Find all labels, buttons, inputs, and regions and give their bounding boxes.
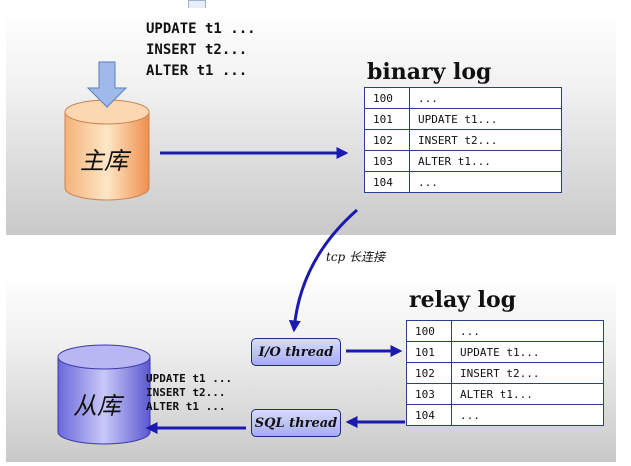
row-number: 100 bbox=[406, 320, 452, 342]
row-number: 103 bbox=[406, 383, 452, 405]
slave-statement: INSERT t2... bbox=[146, 386, 226, 399]
table-row: 104... bbox=[406, 404, 604, 426]
sql-thread-box: SQL thread bbox=[251, 409, 341, 437]
row-number: 101 bbox=[406, 341, 452, 363]
master-statement: ALTER t1 ... bbox=[146, 63, 248, 79]
row-statement: ALTER t1... bbox=[451, 383, 604, 405]
row-statement: INSERT t2... bbox=[409, 129, 562, 151]
row-statement: UPDATE t1... bbox=[451, 341, 604, 363]
slave-statement: UPDATE t1 ... bbox=[146, 372, 233, 385]
row-statement: ... bbox=[409, 171, 562, 193]
write-input-arrow bbox=[86, 61, 128, 108]
table-row: 104... bbox=[364, 171, 562, 193]
row-number: 104 bbox=[406, 404, 452, 426]
slave-statement: ALTER t1 ... bbox=[146, 400, 226, 413]
table-row: 100... bbox=[364, 87, 562, 109]
row-number: 104 bbox=[364, 171, 410, 193]
master-label: 主库 bbox=[80, 147, 128, 175]
master-statement: UPDATE t1 ... bbox=[146, 21, 256, 37]
row-number: 100 bbox=[364, 87, 410, 109]
tcp-connection-label: tcp 长连接 bbox=[326, 250, 386, 264]
slave-statements: UPDATE t1 ...INSERT t2...ALTER t1 ... bbox=[146, 372, 232, 414]
row-statement: INSERT t2... bbox=[451, 362, 604, 384]
row-number: 103 bbox=[364, 150, 410, 172]
row-statement: ALTER t1... bbox=[409, 150, 562, 172]
binlog-to-io-thread-arrow bbox=[288, 208, 358, 333]
master-statement: INSERT t2... bbox=[146, 42, 248, 58]
io-thread-box: I/O thread bbox=[251, 338, 341, 366]
row-number: 102 bbox=[406, 362, 452, 384]
row-statement: ... bbox=[451, 320, 604, 342]
row-number: 101 bbox=[364, 108, 410, 130]
slave-db-cylinder bbox=[57, 344, 151, 445]
binary-log-title: binary log bbox=[367, 59, 492, 85]
relay-log-title: relay log bbox=[409, 287, 517, 313]
master-statements: UPDATE t1 ... INSERT t2... ALTER t1 ... bbox=[146, 19, 256, 82]
row-statement: ... bbox=[409, 87, 562, 109]
row-statement: UPDATE t1... bbox=[409, 108, 562, 130]
master-db-cylinder bbox=[64, 99, 150, 201]
row-number: 102 bbox=[364, 129, 410, 151]
row-statement: ... bbox=[451, 404, 604, 426]
table-row: 100... bbox=[406, 320, 604, 342]
slave-label: 从库 bbox=[73, 392, 121, 420]
